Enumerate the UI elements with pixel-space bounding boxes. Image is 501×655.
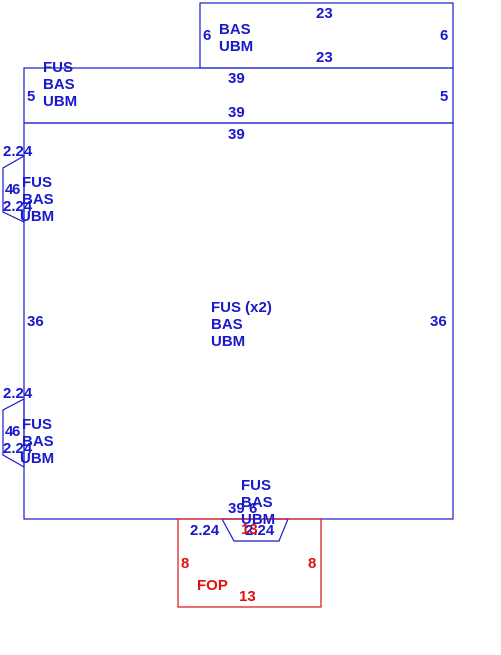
body-panel-right-dimension: 36 bbox=[430, 313, 447, 330]
side-lower-tab-bottom-dimension: 2.24 bbox=[3, 440, 33, 457]
side-upper-tab-bottom-dimension: 2.24 bbox=[3, 198, 33, 215]
fop-piece-bottom-dimension: 13 bbox=[239, 588, 256, 605]
side-upper-tab-label-1: FUS bbox=[22, 174, 52, 191]
side-upper-tab-label-3: UBM bbox=[20, 208, 54, 225]
body-panel-label-1: FUS (x2) bbox=[211, 299, 272, 316]
fop-piece-outline bbox=[177, 518, 322, 608]
bottom-tab-label-1: FUS bbox=[241, 477, 271, 494]
fop-piece-left-dimension: 8 bbox=[181, 555, 189, 572]
middle-panel-label-3: UBM bbox=[43, 93, 77, 110]
top-panel-top-dimension: 23 bbox=[316, 5, 333, 22]
side-lower-tab-label-2: BAS bbox=[22, 433, 54, 450]
body-panel-top-dimension: 39 bbox=[228, 126, 245, 143]
middle-panel-label-1: FUS bbox=[43, 59, 73, 76]
middle-panel-label-2: BAS bbox=[43, 76, 75, 93]
bottom-tab-right-dimension: 2.24 bbox=[245, 522, 275, 539]
body-panel-bottom-dimension: 39 bbox=[228, 500, 245, 517]
body-panel-label-2: BAS bbox=[211, 316, 243, 333]
fop-piece-right-dimension: 8 bbox=[308, 555, 316, 572]
side-upper-tab-height-dimension: 4 bbox=[5, 181, 14, 198]
side-lower-tab-outline bbox=[2, 398, 25, 469]
side-upper-tab-top-dimension: 2.24 bbox=[3, 143, 33, 160]
bottom-tab-height-dimension: 6 bbox=[249, 500, 257, 517]
side-lower-tab-height-dimension: 4 bbox=[5, 423, 14, 440]
side-upper-tab-width-dimension: 6 bbox=[12, 181, 20, 198]
top-panel-left-dimension: 6 bbox=[203, 27, 211, 44]
middle-panel-top-dimension: 39 bbox=[228, 70, 245, 87]
body-panel-label-3: UBM bbox=[211, 333, 245, 350]
middle-panel-bottom-dimension: 39 bbox=[228, 104, 245, 121]
fop-piece-top-dimension: 13 bbox=[241, 521, 258, 538]
fop-piece-label: FOP bbox=[197, 577, 228, 594]
top-panel-label-1: BAS bbox=[219, 21, 251, 38]
bottom-tab-label-2: BAS bbox=[241, 494, 273, 511]
side-lower-tab-label-1: FUS bbox=[22, 416, 52, 433]
bottom-tab-label-3: UBM bbox=[241, 511, 275, 528]
side-lower-tab-width-dimension: 6 bbox=[12, 423, 20, 440]
middle-panel-right-dimension: 5 bbox=[440, 88, 448, 105]
side-upper-tab-label-2: BAS bbox=[22, 191, 54, 208]
top-panel-right-dimension: 6 bbox=[440, 27, 448, 44]
top-panel-label-2: UBM bbox=[219, 38, 253, 55]
side-lower-tab-label-3: UBM bbox=[20, 450, 54, 467]
top-panel-bottom-dimension: 23 bbox=[316, 49, 333, 66]
bottom-tab-left-dimension: 2.24 bbox=[190, 522, 220, 539]
body-panel-left-dimension: 36 bbox=[27, 313, 44, 330]
middle-panel-left-dimension: 5 bbox=[27, 88, 35, 105]
side-upper-tab-outline bbox=[2, 154, 25, 223]
side-lower-tab-top-dimension: 2.24 bbox=[3, 385, 33, 402]
